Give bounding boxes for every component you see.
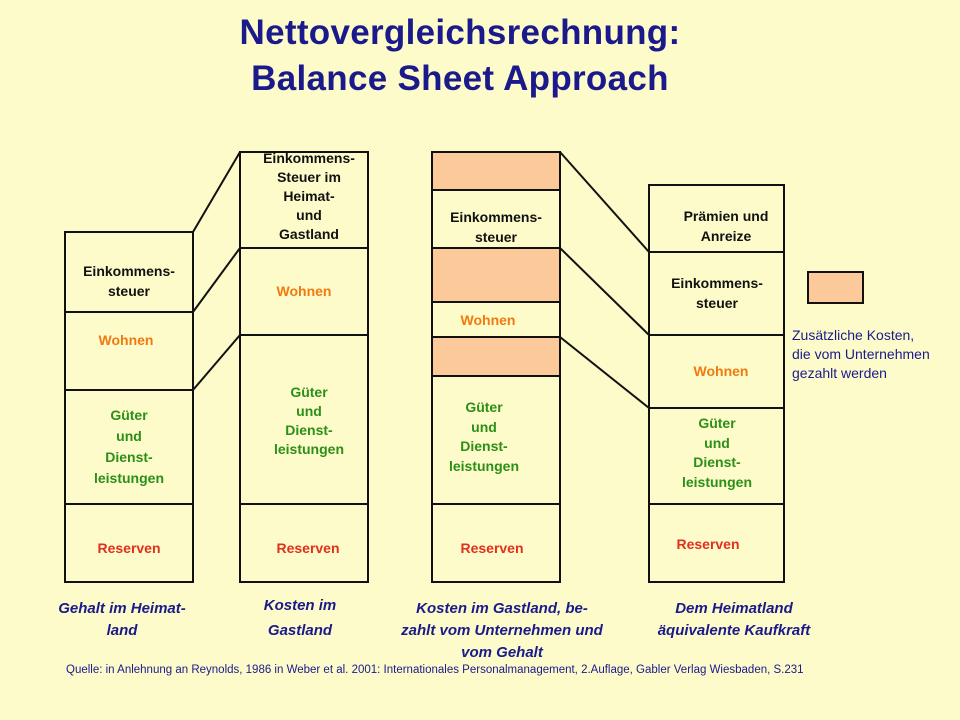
col4-tax-label: Einkommens-steuer xyxy=(671,275,763,311)
col3-tax-label: Einkommens-steuer xyxy=(450,209,542,245)
col3-reserves-label: Reserven xyxy=(460,540,524,556)
col2-box xyxy=(239,151,369,583)
col4-box xyxy=(648,184,785,583)
col4-reserves-label: Reserven xyxy=(676,536,740,552)
col3-housing-label: Wohnen xyxy=(460,312,516,328)
connector-c1-c2-top xyxy=(192,151,241,233)
col2-housing-label: Wohnen xyxy=(276,283,332,299)
connector-c3-c4-top xyxy=(559,151,650,253)
col1-caption: Gehalt im Heimat-land xyxy=(58,600,186,639)
connector-c3-c4-housing xyxy=(559,336,650,409)
col3-caption: Kosten im Gastland, be-zahlt vom Unterne… xyxy=(401,600,603,661)
page-title-line1: Nettovergleichsrechnung: xyxy=(239,13,681,52)
page-title-line2: Balance Sheet Approach xyxy=(251,59,669,98)
connector-c1-c2-housing xyxy=(192,334,241,391)
source-citation: Quelle: in Anlehnung an Reynolds, 1986 i… xyxy=(66,664,804,676)
col4-housing-label: Wohnen xyxy=(693,363,749,379)
col1-box xyxy=(64,231,194,583)
col1-reserves-label: Reserven xyxy=(97,540,161,556)
col2-reserves-label: Reserven xyxy=(276,540,340,556)
col3-extra-cost-tax xyxy=(431,151,561,191)
col2-tax-label: Einkommens-Steuer im Heimat-und Gastland xyxy=(263,150,355,242)
connector-c1-c2-tax xyxy=(192,247,241,313)
legend-swatch xyxy=(807,271,864,304)
col3-extra-cost-housing xyxy=(431,247,561,303)
col1-tax-label: Einkommens-steuer xyxy=(83,263,175,299)
col1-housing-label: Wohnen xyxy=(98,332,154,348)
connector-c3-c4-tax xyxy=(559,247,650,336)
col3-extra-cost-goods xyxy=(431,336,561,377)
